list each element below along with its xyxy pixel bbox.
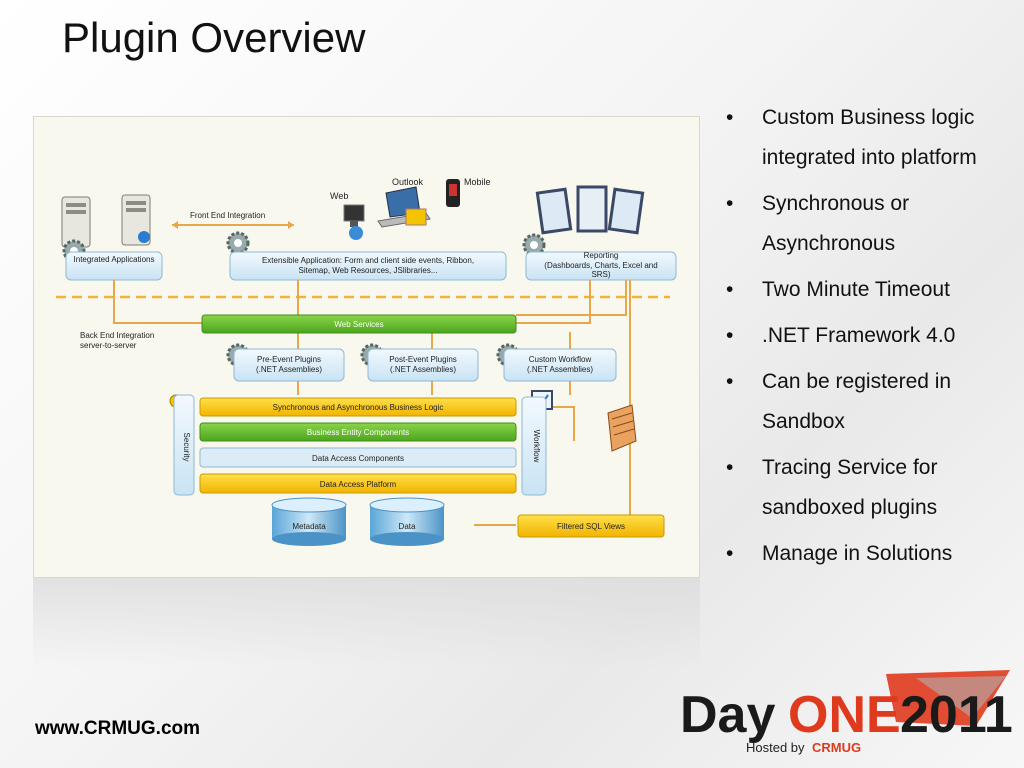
custom-workflow-label-2: (.NET Assemblies): [527, 365, 593, 374]
bullet-list: Custom Business logic integrated into pl…: [722, 98, 1012, 580]
logo-svg: Day ONE 2011 Hosted by CRMUG: [680, 670, 1013, 755]
sync-async-label: Synchronous and Asynchronous Business Lo…: [273, 403, 444, 412]
server-icon: [61, 194, 151, 248]
web-label: Web: [330, 191, 348, 201]
logo-year: 2011: [900, 686, 1013, 744]
database-icon: [369, 497, 445, 546]
bullet-item: Can be registered in Sandbox: [722, 362, 1012, 442]
diagram-reflection: [33, 578, 700, 668]
post-event-label-1: Post-Event Plugins: [389, 355, 457, 364]
diagram-svg: Front End Integration Web Outlook Mobile…: [56, 177, 677, 546]
reporting-label-3: SRS): [591, 270, 610, 279]
security-label: Security: [182, 433, 191, 462]
pre-event-label-2: (.NET Assemblies): [256, 365, 322, 374]
filtered-sql-label: Filtered SQL Views: [557, 522, 625, 531]
front-end-label: Front End Integration: [190, 211, 265, 220]
bullet-item: Custom Business logic integrated into pl…: [722, 98, 1012, 178]
laptop-icon: [377, 186, 431, 228]
reporting-label-2: (Dashboards, Charts, Excel and: [544, 261, 657, 270]
web-services-label: Web Services: [334, 320, 383, 329]
bec-label: Business Entity Components: [307, 428, 409, 437]
custom-workflow-label-1: Custom Workflow: [529, 355, 592, 364]
bullet-item: Synchronous or Asynchronous: [722, 184, 1012, 264]
data-label: Data: [399, 522, 416, 531]
gear-icon: [226, 231, 250, 255]
firewall-icon: [607, 404, 637, 452]
logo-day: Day: [680, 686, 775, 744]
reporting-label-1: Reporting: [584, 251, 619, 260]
metadata-label: Metadata: [292, 522, 326, 531]
outlook-label: Outlook: [392, 177, 424, 187]
pre-event-label-1: Pre-Event Plugins: [257, 355, 321, 364]
computer-icon: [343, 204, 365, 240]
post-event-label-2: (.NET Assemblies): [390, 365, 456, 374]
bullet-item: Two Minute Timeout: [722, 270, 1012, 310]
workflow-label: Workflow: [532, 430, 541, 463]
logo-hosted-by: Hosted by: [746, 740, 805, 755]
dac-label: Data Access Components: [312, 454, 404, 463]
mobile-label: Mobile: [464, 177, 491, 187]
dap-label: Data Access Platform: [320, 480, 397, 489]
database-icon: [271, 497, 347, 546]
extensible-label-2: Sitemap, Web Resources, JSlibraries...: [298, 266, 437, 275]
bullet-item: Tracing Service for sandboxed plugins: [722, 448, 1012, 528]
back-end-label-2: server-to-server: [80, 341, 137, 350]
logo-crmug: CRMUG: [812, 740, 861, 755]
mobile-icon: [446, 179, 460, 207]
integrated-apps-label: Integrated Applications: [74, 255, 155, 264]
bullet-item: Manage in Solutions: [722, 534, 1012, 574]
extensible-label-1: Extensible Application: Form and client …: [262, 256, 474, 265]
back-end-label-1: Back End Integration: [80, 331, 154, 340]
slide-title: Plugin Overview: [62, 14, 366, 61]
report-icon: [535, 185, 645, 235]
bullet-item: .NET Framework 4.0: [722, 316, 1012, 356]
logo-one: ONE: [788, 686, 901, 744]
architecture-diagram: Front End Integration Web Outlook Mobile…: [33, 116, 700, 578]
footer-url: www.CRMUG.com: [35, 718, 201, 739]
dayone-logo: Day ONE 2011 Hosted by CRMUG: [676, 668, 1016, 760]
